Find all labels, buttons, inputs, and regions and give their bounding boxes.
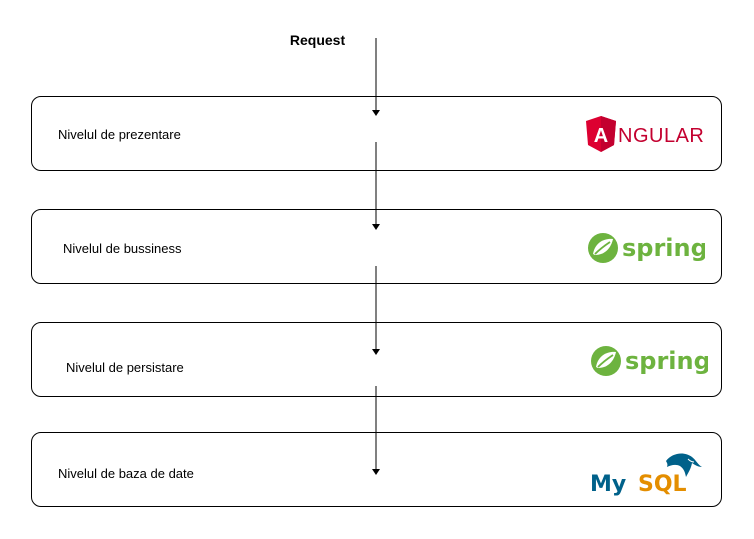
layer-label-business: Nivelul de bussiness <box>63 241 182 256</box>
layer-database: Nivelul de baza de date My SQL <box>31 432 722 507</box>
mysql-logo: My SQL <box>590 453 702 497</box>
layer-label-persistence: Nivelul de persistare <box>66 360 184 375</box>
layer-label-presentation: Nivelul de prezentare <box>58 127 181 142</box>
spring-logo-text: spring <box>622 234 705 262</box>
layer-persistence: Nivelul de persistare spring <box>31 322 722 397</box>
layer-label-database: Nivelul de baza de date <box>58 466 194 481</box>
angular-logo: A NGULAR <box>586 116 704 152</box>
layer-business: Nivelul de bussiness spring <box>31 209 722 284</box>
angular-logo-initial: A <box>594 125 608 147</box>
mysql-logo-text-sql: SQL <box>638 472 687 497</box>
angular-logo-text: NGULAR <box>618 125 704 147</box>
layer-presentation: Nivelul de prezentare A NGULAR <box>31 96 722 171</box>
spring-logo: spring <box>588 233 705 263</box>
spring-logo: spring <box>591 346 708 376</box>
spring-logo-text: spring <box>625 347 708 375</box>
mysql-logo-text-my: My <box>590 472 626 497</box>
request-title: Request <box>289 32 346 48</box>
